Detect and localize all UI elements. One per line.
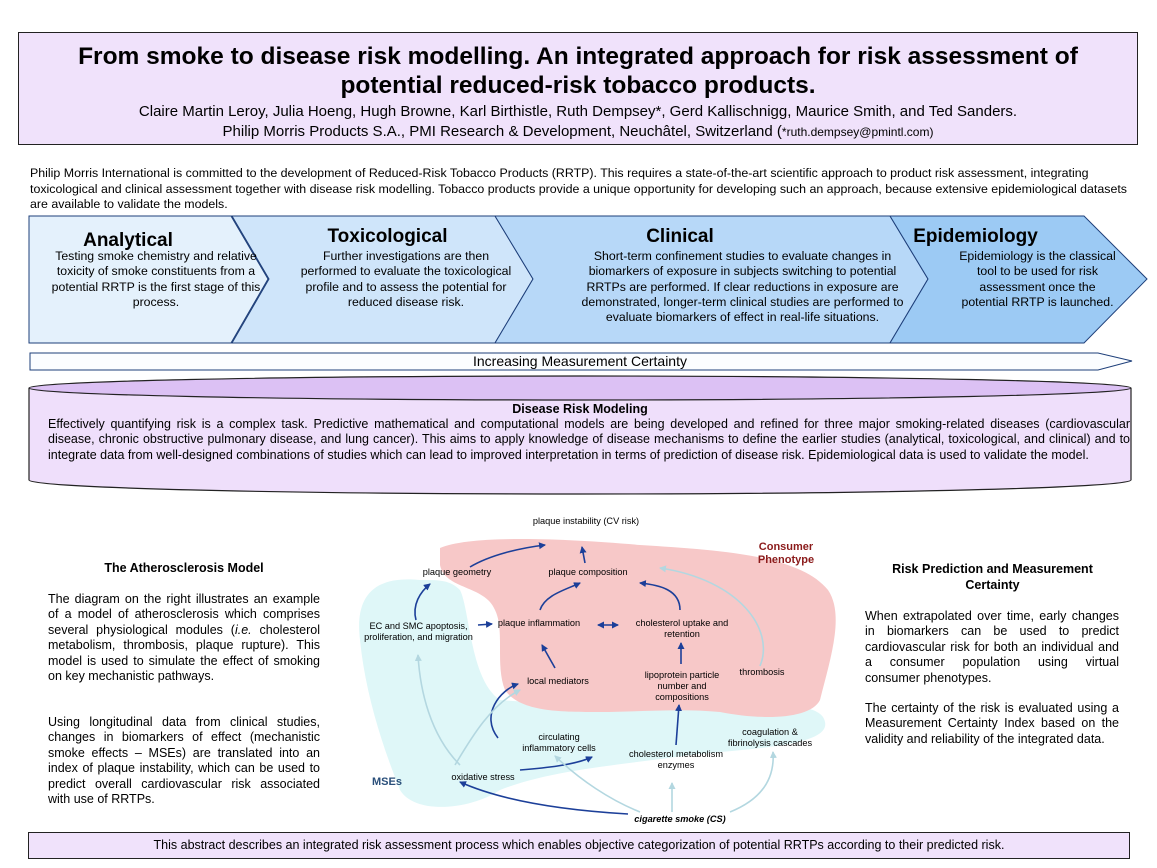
- stage-title-clinical: Clinical: [646, 226, 714, 247]
- arrow-oxidative-to-circulating: [519, 756, 593, 771]
- arrow-thrombosis-to-composition: [659, 565, 765, 667]
- measurement-certainty-label: Increasing Measurement Certainty: [473, 353, 687, 369]
- poster-footer: This abstract describes an integrated ri…: [28, 832, 1130, 859]
- arrow-geometry-to-instability: [469, 542, 546, 568]
- stage-text-analytical: Testing smoke chemistry and relative tox…: [51, 249, 261, 309]
- node-plaque-instability: plaque instability (CV risk): [532, 516, 640, 526]
- affiliation-text: Philip Morris Products S.A., PMI Researc…: [222, 123, 782, 140]
- node-plaque-geometry: plaque geometry: [422, 567, 492, 577]
- stage-title-epidemiology: Epidemiology: [913, 226, 1038, 247]
- mses-label: MSEs: [372, 776, 402, 788]
- node-circulating-cells: circulating inflammatory cells: [522, 732, 596, 753]
- atherosclerosis-paragraph-1: The diagram on the right illustrates an …: [48, 592, 320, 684]
- node-plaque-inflammation: plaque inflammation: [497, 618, 581, 628]
- risk-prediction-title: Risk Prediction and Measurement Certaint…: [892, 562, 1093, 592]
- stage-text-epidemiology: Epidemiology is the classical tool to be…: [959, 249, 1116, 309]
- arrow-metabolism-to-lipoprotein: [675, 704, 683, 746]
- stage-arrow-epidemiology: [889, 215, 1148, 344]
- measurement-certainty-arrow: [29, 352, 1133, 371]
- node-lipoprotein: lipoprotein particle number and composit…: [644, 670, 720, 702]
- mse-region: [359, 579, 826, 807]
- arrow-mediators-to-inflammation: [541, 644, 556, 669]
- risk-prediction-paragraph-1: When extrapolated over time, early chang…: [865, 609, 1119, 685]
- arrow-uptake-to-composition: [639, 580, 681, 611]
- node-cholesterol-uptake: cholesterol uptake and retention: [635, 618, 729, 639]
- node-cholesterol-metabolism: cholesterol metabolism enzymes: [629, 749, 723, 770]
- disease-risk-cylinder: [28, 388, 1132, 495]
- stage-text-toxicological: Further investigations are then performe…: [300, 249, 512, 309]
- poster-title: From smoke to disease risk modelling. An…: [78, 43, 1078, 99]
- node-ec-smc: EC and SMC apoptosis, proliferation, and…: [364, 621, 473, 642]
- node-coagulation: coagulation & fibrinolysis cascades: [727, 727, 813, 748]
- arrow-smoke-to-coagulation: [729, 751, 777, 813]
- athero-p1-ie: i.e.: [234, 622, 252, 637]
- stages-graphic: [28, 215, 1148, 495]
- arrow-ecsmc-to-inflammation: [477, 620, 493, 628]
- disease-risk-cylinder-top: [28, 375, 1132, 401]
- arrow-inflammation-to-composition: [539, 582, 581, 611]
- poster-header: From smoke to disease risk modelling. An…: [18, 32, 1138, 145]
- arrow-oxidative-to-mediators: [454, 689, 521, 766]
- atherosclerosis-paragraph-2: Using longitudinal data from clinical st…: [48, 715, 320, 807]
- node-local-mediators: local mediators: [527, 676, 589, 686]
- disease-risk-text: Effectively quantifying risk is a comple…: [48, 417, 1130, 462]
- stage-arrow-analytical: [28, 215, 269, 344]
- arrow-composition-to-instability: [579, 546, 587, 564]
- arrow-ecsmc-to-geometry: [414, 583, 431, 621]
- athero-p1-a: The diagram on the right illustrates an …: [48, 592, 320, 637]
- arrow-oxidative-to-ecsmc: [414, 654, 461, 766]
- atherosclerosis-title: The Atherosclerosis Model: [104, 561, 264, 575]
- contact-email: *ruth.dempsey@pmintl.com): [781, 125, 934, 139]
- stage-text-clinical: Short-term confinement studies to evalua…: [581, 249, 904, 325]
- arrow-smoke-to-circulating: [554, 755, 641, 813]
- arrow-circulating-to-mediators: [490, 682, 519, 739]
- arrow-smoke-to-oxidative: [459, 781, 629, 815]
- athero-p1-b: cholesterol metabolism, thrombosis, plaq…: [48, 622, 320, 684]
- stage-title-toxicological: Toxicological: [327, 226, 448, 247]
- node-thrombosis: thrombosis: [739, 667, 785, 677]
- node-plaque-composition: plaque composition: [548, 567, 628, 577]
- author-list: Claire Martin Leroy, Julia Hoeng, Hugh B…: [138, 103, 1018, 120]
- consumer-phenotype-label: Consumer Phenotype: [757, 541, 815, 566]
- intro-paragraph: Philip Morris International is committed…: [30, 166, 1127, 211]
- node-cigarette-smoke: cigarette smoke (CS): [634, 814, 726, 824]
- stage-title-analytical: Analytical: [83, 230, 173, 251]
- affiliation: Philip Morris Products S.A., PMI Researc…: [19, 122, 1137, 142]
- disease-risk-title: Disease Risk Modeling: [512, 402, 648, 416]
- consumer-phenotype-region: [440, 539, 836, 717]
- risk-prediction-paragraph-2: The certainty of the risk is evaluated u…: [865, 701, 1119, 746]
- node-oxidative-stress: oxidative stress: [451, 772, 515, 782]
